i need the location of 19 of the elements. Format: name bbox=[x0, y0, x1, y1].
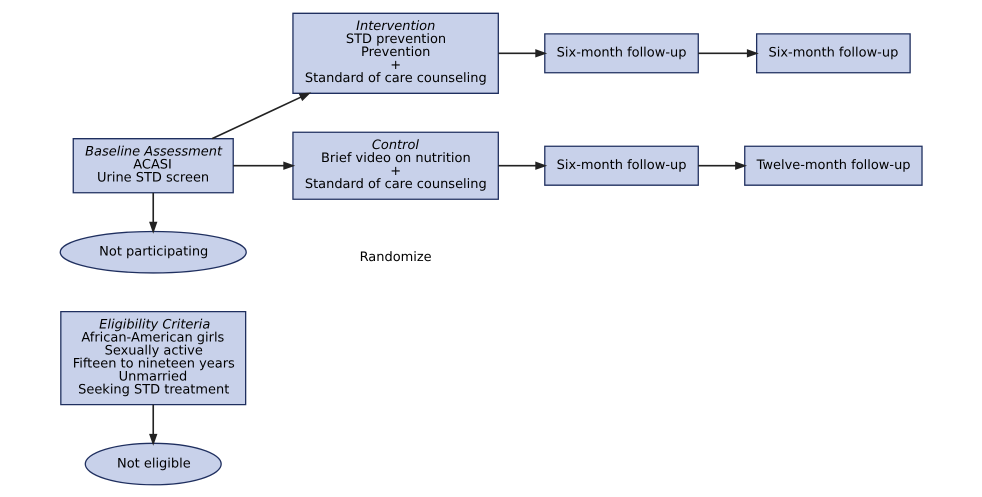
node-ellipse: Not eligible bbox=[84, 442, 222, 485]
label: Randomize bbox=[360, 249, 432, 264]
arrow bbox=[498, 161, 548, 170]
node-box: Intervention STD prevention Prevention + Standard of care counseling bbox=[292, 12, 499, 94]
node-box: Eligibility Criteria African-American girls Sexually active Fifteen to nineteen years Unmarried Seeking STD treatment bbox=[60, 310, 246, 405]
arrow bbox=[698, 48, 759, 57]
arrow bbox=[498, 48, 548, 57]
node-box: Baseline Assessment ACASI Urine STD screen bbox=[72, 138, 234, 193]
arrow bbox=[212, 92, 312, 139]
arrow bbox=[698, 161, 748, 170]
node-ellipse: Not participating bbox=[60, 230, 247, 274]
node-box: Twelve-month follow-up bbox=[744, 145, 923, 186]
arrow bbox=[149, 404, 158, 446]
node-box: Six-month follow-up bbox=[756, 32, 911, 73]
node-box: Six-month follow-up bbox=[544, 145, 699, 186]
arrow bbox=[233, 161, 296, 170]
node-box: Six-month follow-up bbox=[544, 32, 699, 73]
arrow bbox=[149, 192, 158, 234]
node-box: Control Brief video on nutrition + Standard of care counseling bbox=[292, 131, 499, 200]
